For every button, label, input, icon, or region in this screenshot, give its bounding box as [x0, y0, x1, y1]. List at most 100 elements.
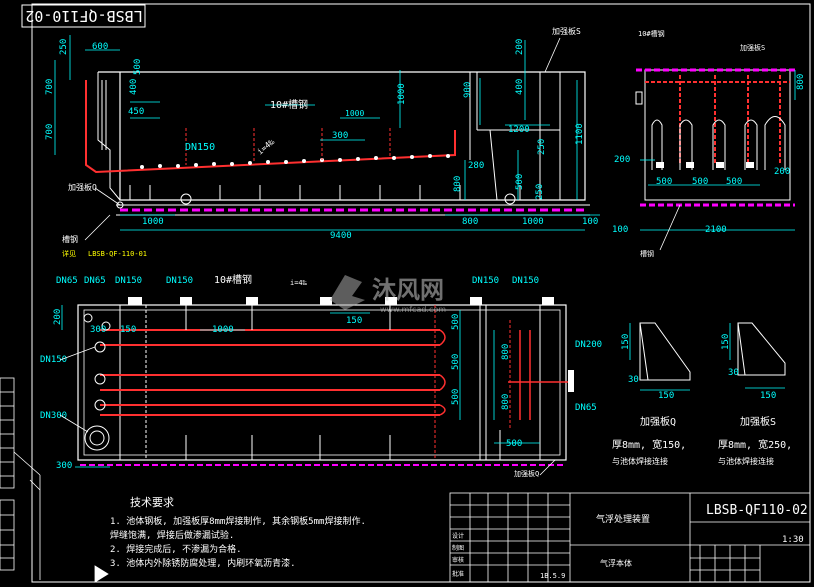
dim-250c: 250 [535, 184, 545, 200]
elevation-tank-outline [98, 71, 586, 201]
plan-label-nozzle10: 10#槽钢 [214, 273, 252, 286]
detail-s-dim-150: 150 [721, 334, 731, 350]
dim-200: 200 [515, 39, 525, 55]
dim-400: 400 [129, 79, 139, 95]
side-label-nozzle: 10#槽钢 [638, 29, 665, 38]
plan-dim-200: 200 [53, 309, 63, 325]
dim-1000-top: 1000 [345, 109, 364, 118]
side-dim-500c: 500 [726, 177, 742, 187]
elevation-outlet-circle-1 [180, 193, 192, 205]
detail-s: 150 30 150 加强板S 厚8mm, 宽250, 与池体焊接连接 [718, 322, 792, 466]
plan-dn150-c: DN150 [472, 276, 499, 286]
watermark-logo-icon [330, 275, 365, 310]
title-block-row-design: 设计 [452, 532, 464, 540]
dim-900: 900 [463, 82, 473, 98]
title-block-name: 气浮处理装置 [596, 513, 650, 525]
detail-s-dim-30: 30 [728, 368, 739, 378]
notes-heading: 技术要求 [130, 496, 174, 509]
dim-1000: 1000 [397, 83, 407, 105]
sheet-border [31, 3, 811, 583]
dim-280: 280 [468, 161, 484, 171]
watermark: 沐风网 www.mfcad.com [330, 275, 446, 314]
drawing-code-box: LBSB-QF110-02 [21, 4, 146, 28]
plan-label-support-q: 加强板Q [514, 469, 539, 478]
side-dim-500b: 500 [692, 177, 708, 187]
plan-dim-300b: 300 [56, 461, 72, 471]
detail-q-name: 加强板Q [640, 415, 676, 428]
plan-dim-1000: 1000 [212, 325, 234, 335]
dim-1000b: 1000 [142, 217, 164, 227]
dim-500b: 500 [515, 174, 525, 190]
title-block-code: LBSB-QF110-02 [706, 503, 808, 518]
plan-label-slope: i=4‰ [290, 279, 308, 287]
title-block-row-approve: 批准 [452, 570, 464, 578]
left-margin-table [0, 377, 41, 580]
sheet-ref-prefix: 详见 [62, 249, 76, 258]
dim-9400: 9400 [330, 231, 352, 241]
plan-dn65-c: DN65 [575, 403, 597, 413]
dim-1100: 1100 [575, 123, 585, 145]
drawing-code: LBSB-QF110-02 [25, 7, 142, 25]
plan-dn65-a: DN65 [56, 276, 78, 286]
detail-q-dim-150b: 150 [658, 391, 674, 401]
title-block [449, 492, 811, 583]
plan-dn300: DN300 [40, 411, 67, 421]
label-nozzle10-elev: 10#槽钢 [270, 98, 308, 111]
dim-800b: 800 [462, 217, 478, 227]
plan-dim-800a: 800 [501, 344, 511, 360]
title-block-row-draw: 制图 [452, 544, 464, 552]
title-block-scale: 1:30 [782, 535, 804, 545]
side-dim-100: 100 [612, 225, 628, 235]
label-support-s-elev: 加强板S [552, 26, 581, 36]
dim-600: 600 [92, 42, 108, 52]
detail-s-spec2: 与池体焊接连接 [718, 456, 774, 466]
plan-dim-150-top: 150 [120, 325, 136, 335]
dim-250: 250 [59, 39, 69, 55]
dim-800: 800 [453, 176, 463, 192]
plan-dim-300-top: 300 [90, 325, 106, 335]
detail-s-dim-150b: 150 [760, 391, 776, 401]
note-line-4: 3. 池体内外除锈防腐处理, 内刷环氧沥青漆. [110, 557, 296, 569]
side-dim-800: 800 [796, 74, 806, 90]
plan-dim-150b: 150 [346, 316, 362, 326]
plan-dn150-d: DN150 [512, 276, 539, 286]
side-dim-2100: 2100 [705, 225, 727, 235]
dim-dn150-elev: DN150 [185, 142, 215, 153]
dim-1200: 1200 [508, 125, 530, 135]
plan-dn200: DN200 [575, 340, 602, 350]
elevation-view: 250 600 700 700 500 400 450 DN150 1000 3… [45, 26, 600, 258]
dim-1000c: 1000 [522, 217, 544, 227]
plan-dn65-b: DN65 [84, 276, 106, 286]
dim-400b: 400 [515, 79, 525, 95]
side-dim-200b: 200 [774, 167, 790, 177]
detail-q-spec2: 与池体焊接连接 [612, 456, 668, 466]
detail-q-dim-30: 30 [628, 375, 639, 385]
side-dim-500a: 500 [656, 177, 672, 187]
side-dim-200: 200 [614, 155, 630, 165]
note-line-3: 2. 焊接完成后, 不渗漏为合格. [110, 543, 242, 555]
plan-view: DN65 DN65 DN150 DN150 10#槽钢 DN150 DN150 … [40, 273, 602, 478]
title-block-mass: 1B.5.9 [540, 572, 565, 580]
sheet-ref: LBSB-QF-110-01 [88, 250, 147, 258]
watermark-url: www.mfcad.com [380, 305, 446, 314]
dim-700a: 700 [45, 79, 55, 95]
dim-250b: 250 [537, 139, 547, 155]
dim-700b: 700 [45, 124, 55, 140]
dim-500: 500 [133, 59, 143, 75]
plan-dn150-side: DN150 [40, 355, 67, 365]
plan-dim-500c: 500 [451, 389, 461, 405]
side-view: 10#槽钢 500 500 500 200 800 100 2100 200 加… [612, 29, 806, 258]
label-beam-elev: 槽钢 [62, 234, 78, 244]
elevation-outlet-circle-2 [504, 193, 516, 205]
plan-dn300-outlet [84, 425, 110, 451]
title-block-row-check: 审核 [452, 556, 464, 564]
title-block-sub: 气浮本体 [600, 558, 632, 568]
note-line-2: 焊缝饱满, 焊接后做渗漏试验. [110, 529, 234, 541]
detail-q: 150 30 150 加强板Q 厚8mm, 宽150, 与池体焊接连接 [612, 322, 691, 466]
side-label-support-s: 加强板S [740, 43, 765, 52]
detail-q-spec1: 厚8mm, 宽150, [612, 438, 686, 451]
dim-100: 100 [582, 217, 598, 227]
dim-300: 300 [332, 131, 348, 141]
